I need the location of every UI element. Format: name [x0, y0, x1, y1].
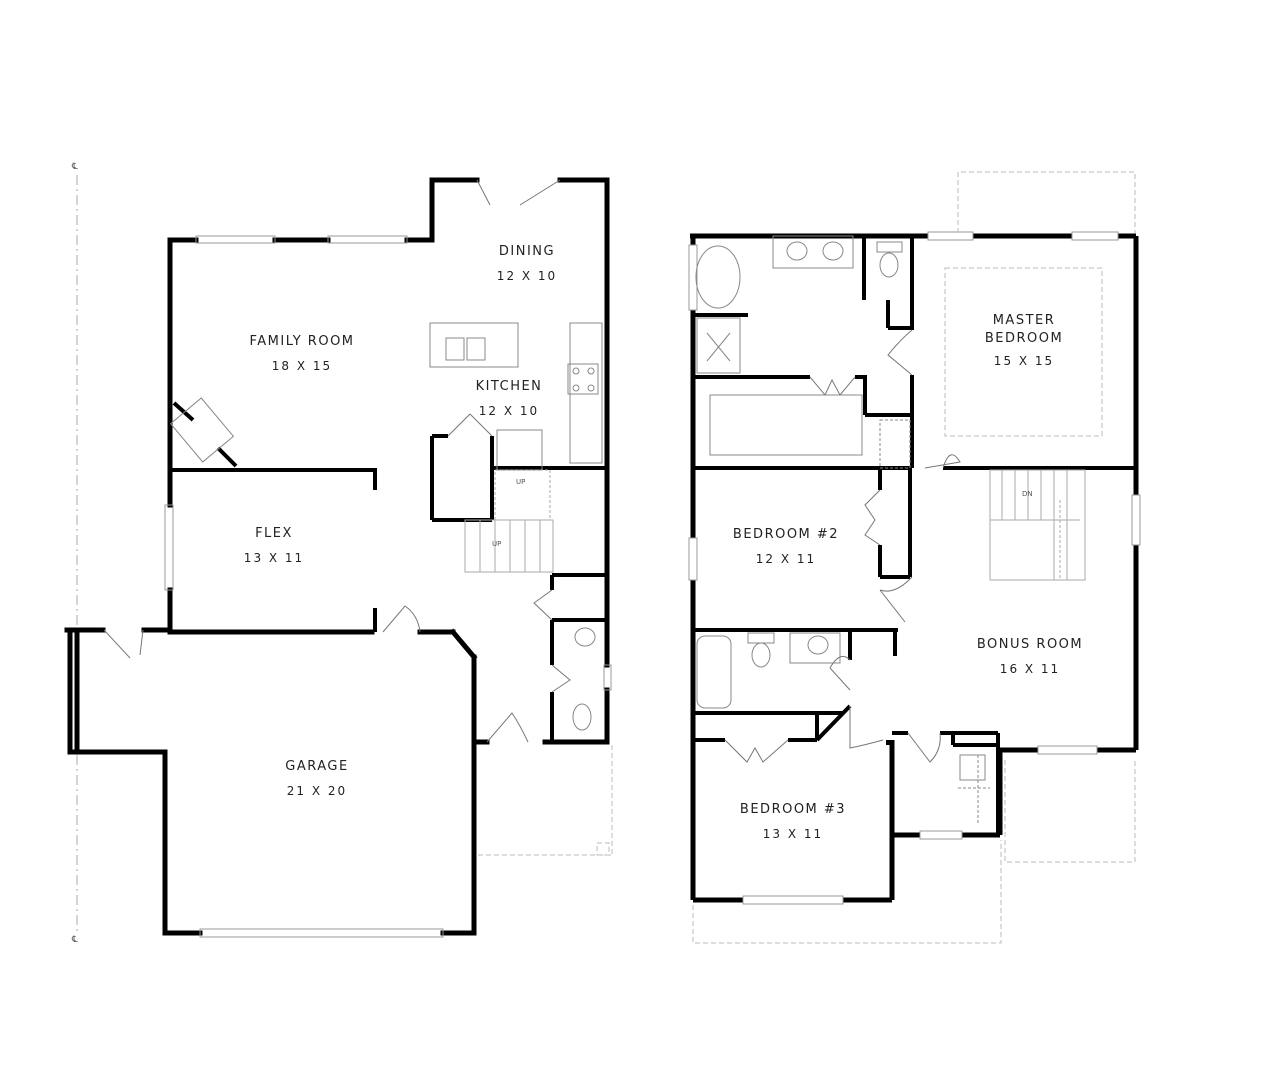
porch-outline [478, 745, 613, 856]
room-dining: DINING 12 X 10 [497, 245, 557, 282]
room-dimensions: 12 X 11 [755, 552, 817, 566]
centerline-mark: ℄ [72, 162, 78, 172]
stair-label-down: DN [1022, 490, 1033, 498]
room-dimensions: 13 X 11 [762, 827, 824, 841]
room-dimensions: 21 X 20 [286, 784, 348, 798]
room-dimensions: 16 X 11 [999, 662, 1061, 676]
room-bonus-room: BONUS ROOM 16 X 11 [977, 638, 1083, 675]
room-dimensions: 12 X 10 [496, 269, 558, 283]
room-name: BEDROOM #3 [739, 802, 847, 817]
powder-bath-fixtures [572, 627, 596, 731]
stair-label-up: UP [492, 540, 502, 548]
room-name: MASTER [992, 313, 1056, 328]
room-bedroom-2: BEDROOM #2 12 X 11 [733, 528, 839, 565]
room-garage: GARAGE 21 X 20 [285, 760, 348, 797]
room-name-line2: BEDROOM [984, 331, 1064, 346]
room-flex: FLEX 13 X 11 [244, 527, 304, 564]
room-name: BEDROOM #2 [732, 527, 840, 542]
room-dimensions: 15 X 15 [993, 354, 1055, 368]
interior-walls-2 [693, 236, 1136, 835]
room-kitchen: KITCHEN 12 X 10 [476, 380, 543, 417]
doors [103, 179, 571, 743]
exterior-walls-2 [690, 233, 1139, 903]
windows [164, 235, 612, 938]
room-name: DINING [498, 244, 556, 259]
kitchen-fixtures [169, 322, 603, 471]
second-floor-plan [688, 171, 1141, 944]
stairs [464, 469, 554, 573]
stair-label-up: UP [516, 478, 526, 486]
room-bedroom-3: BEDROOM #3 13 X 11 [740, 803, 846, 840]
dashed-outlines-2 [692, 171, 1136, 944]
room-dimensions: 12 X 10 [478, 404, 540, 418]
exterior-walls [64, 177, 610, 936]
room-name: FAMILY ROOM [249, 334, 355, 349]
room-name: GARAGE [285, 759, 349, 774]
room-name: KITCHEN [475, 379, 543, 394]
room-dimensions: 13 X 11 [243, 551, 305, 565]
room-dimensions: 18 X 15 [271, 359, 333, 373]
bath-fixtures-2 [695, 235, 911, 709]
first-floor-plan [64, 175, 613, 938]
room-master-bedroom: MASTER BEDROOM 15 X 15 [985, 314, 1063, 367]
room-name: FLEX [255, 526, 293, 541]
stairs-2 [989, 469, 1086, 581]
room-family-room: FAMILY ROOM 18 X 15 [249, 335, 354, 372]
doors-2 [724, 329, 961, 763]
centerline-mark: ℄ [72, 935, 78, 945]
windows-2 [688, 231, 1141, 905]
laundry-fixtures [958, 754, 990, 825]
room-name: BONUS ROOM [976, 637, 1084, 652]
